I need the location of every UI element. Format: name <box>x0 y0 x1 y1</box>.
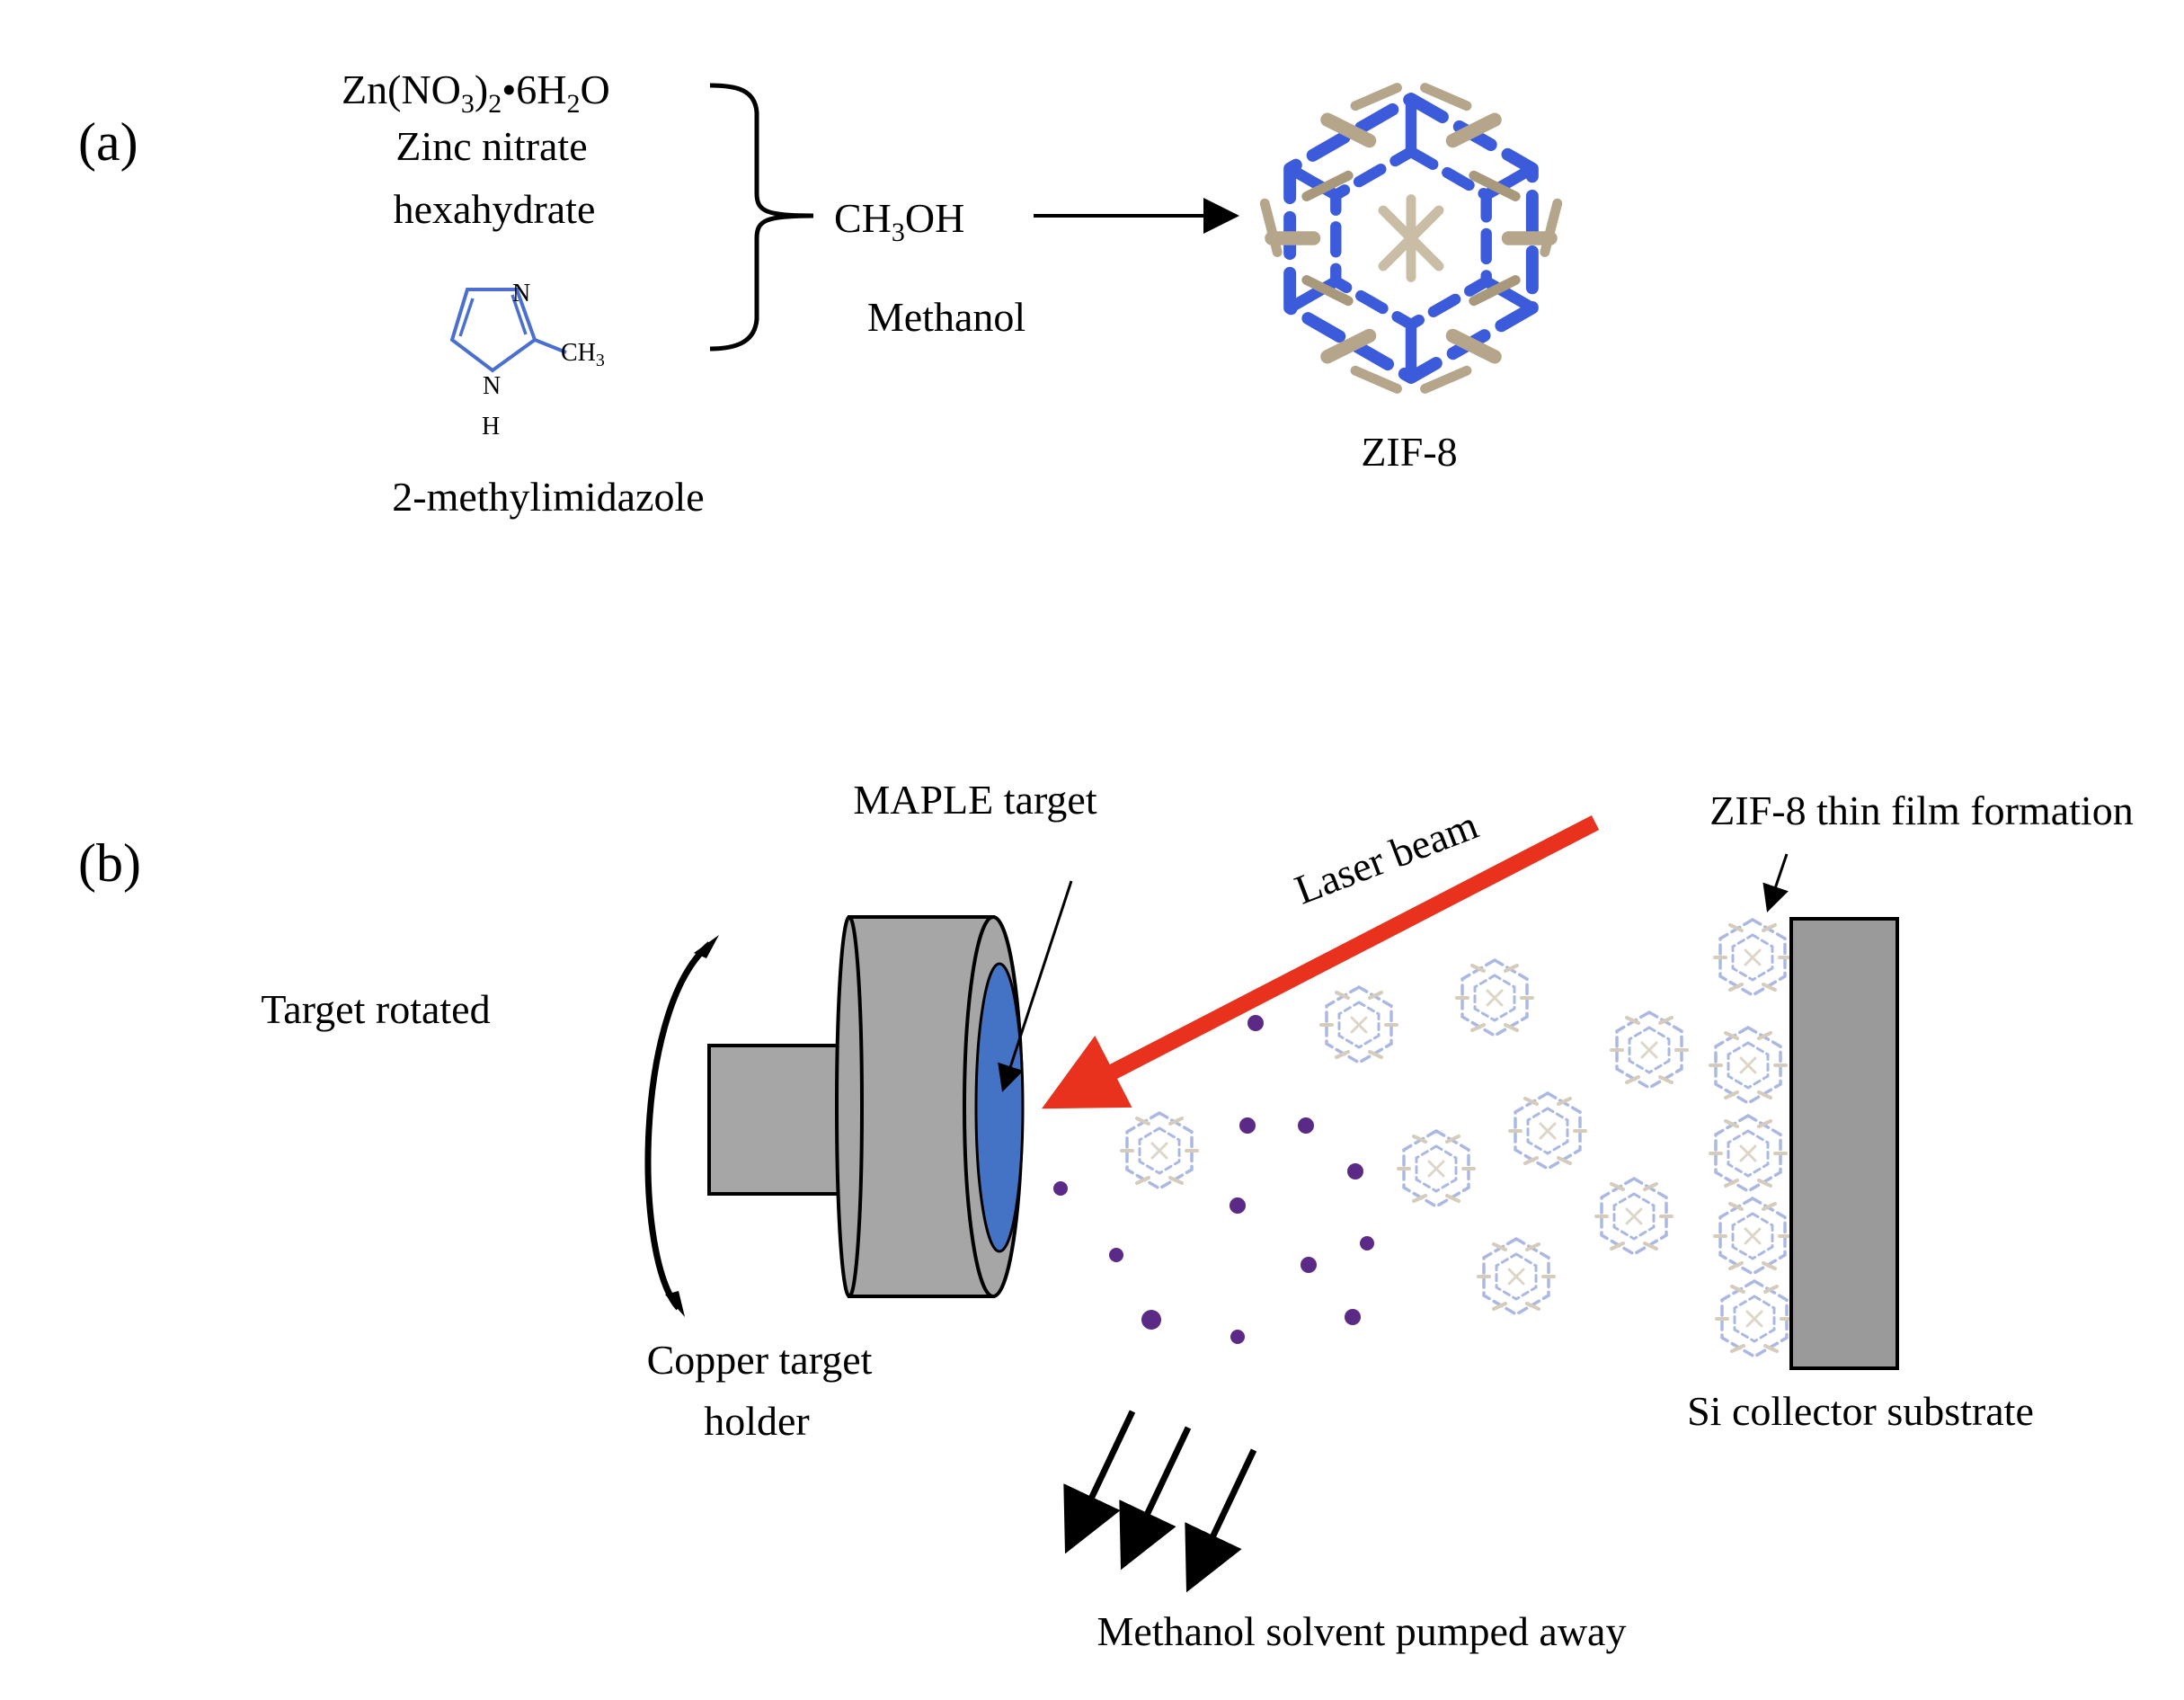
holder-label-line1: Copper target <box>647 1337 873 1383</box>
maple-target-pointer <box>998 880 1073 1092</box>
panel-a: (a) Zn(NO3)2•6H2O Zinc nitrate hexahydra… <box>78 67 1558 520</box>
target-rotated-label: Target rotated <box>261 986 490 1032</box>
zinc-nitrate-name-line2: hexahydrate <box>394 186 596 232</box>
zif8-particle <box>1120 1111 1199 1190</box>
formula-part: CH <box>834 195 892 241</box>
methanol-droplet <box>1345 1309 1361 1325</box>
ring-hydrogen: H <box>482 413 500 441</box>
zif8-film <box>1709 918 1794 1358</box>
zif8-particle <box>1508 1091 1587 1170</box>
zif8-particle <box>1319 985 1398 1064</box>
methanol-droplet <box>1301 1257 1317 1273</box>
reactant-brace <box>709 83 814 352</box>
methanol-droplet <box>1239 1117 1256 1134</box>
methanol-droplet <box>1247 1015 1264 1031</box>
formula-part: •6H <box>502 67 566 112</box>
methyl-group: CH3 <box>561 339 605 370</box>
methanol-droplets <box>1053 1015 1374 1344</box>
zif8-label: ZIF-8 <box>1361 429 1457 475</box>
formula-part: ) <box>475 67 488 112</box>
formula-part: O <box>581 67 610 112</box>
zif8-particle <box>1610 1010 1689 1090</box>
panel-b-label: (b) <box>78 833 141 893</box>
pump-arrow <box>1063 1410 1136 1554</box>
maple-target-label: MAPLE target <box>853 777 1097 823</box>
ring-nitrogen-top: N <box>512 280 530 307</box>
methanol-formula: CH3OH <box>834 195 964 247</box>
panel-a-label: (a) <box>78 112 138 172</box>
methanol-droplet <box>1347 1163 1363 1179</box>
pump-arrow <box>1185 1448 1257 1593</box>
rotation-arrow <box>644 941 713 1311</box>
zif8-structure <box>1265 88 1558 389</box>
holder-label-line2: holder <box>704 1398 810 1444</box>
panel-b: (b) MAPLE target ZIF-8 thin film formati… <box>78 777 2134 1654</box>
film-particle <box>1713 918 1792 997</box>
ring-nitrogen-bottom: N <box>483 372 501 400</box>
methyl-part: CH <box>561 339 596 367</box>
zinc-nitrate-name-line1: Zinc nitrate <box>395 123 587 169</box>
formula-subscript: 2 <box>488 89 502 119</box>
film-particle <box>1713 1197 1792 1276</box>
rotation-arrowhead-bottom-icon <box>665 1291 685 1317</box>
maple-target-disk <box>974 962 1025 1253</box>
pump-label: Methanol solvent pumped away <box>1097 1608 1627 1654</box>
formula-subscript: 3 <box>892 218 905 247</box>
methanol-droplet <box>1230 1330 1245 1344</box>
methanol-droplet <box>1141 1310 1161 1330</box>
pump-arrow <box>1119 1426 1192 1571</box>
si-substrate <box>1789 917 1899 1370</box>
zif8-particle <box>1477 1237 1556 1316</box>
pump-arrows <box>1063 1410 1257 1593</box>
methanol-droplet <box>1298 1117 1314 1134</box>
zif8-particle <box>1397 1129 1476 1208</box>
si-substrate-label: Si collector substrate <box>1687 1388 2034 1434</box>
laser-beam <box>1042 815 1600 1109</box>
formula-subscript: 2 <box>567 89 581 119</box>
zif8-particles <box>1120 958 1689 1316</box>
film-particle <box>1715 1279 1794 1358</box>
imidazole-name: 2-methylimidazole <box>392 474 704 520</box>
zif8-particle <box>1455 958 1534 1037</box>
methanol-droplet <box>1109 1248 1123 1262</box>
rotation-arrowhead-top-icon <box>694 935 719 958</box>
formula-part: Zn(NO <box>342 67 461 112</box>
imidazole-structure: N N H CH3 <box>449 280 605 441</box>
methanol-name: Methanol <box>867 294 1025 340</box>
zif8-particle <box>1594 1177 1674 1256</box>
formula-part: OH <box>905 195 964 241</box>
thin-film-label: ZIF-8 thin film formation <box>1709 788 2133 833</box>
thin-film-pointer <box>1762 853 1789 912</box>
zinc-nitrate-formula: Zn(NO3)2•6H2O <box>342 67 610 119</box>
methanol-droplet <box>1053 1181 1068 1196</box>
film-particle <box>1709 1114 1788 1193</box>
methyl-subscript: 3 <box>596 351 605 370</box>
film-particle <box>1709 1026 1788 1105</box>
methanol-droplet <box>1230 1197 1246 1214</box>
formula-subscript: 3 <box>461 89 475 119</box>
methanol-droplet <box>1360 1236 1374 1251</box>
